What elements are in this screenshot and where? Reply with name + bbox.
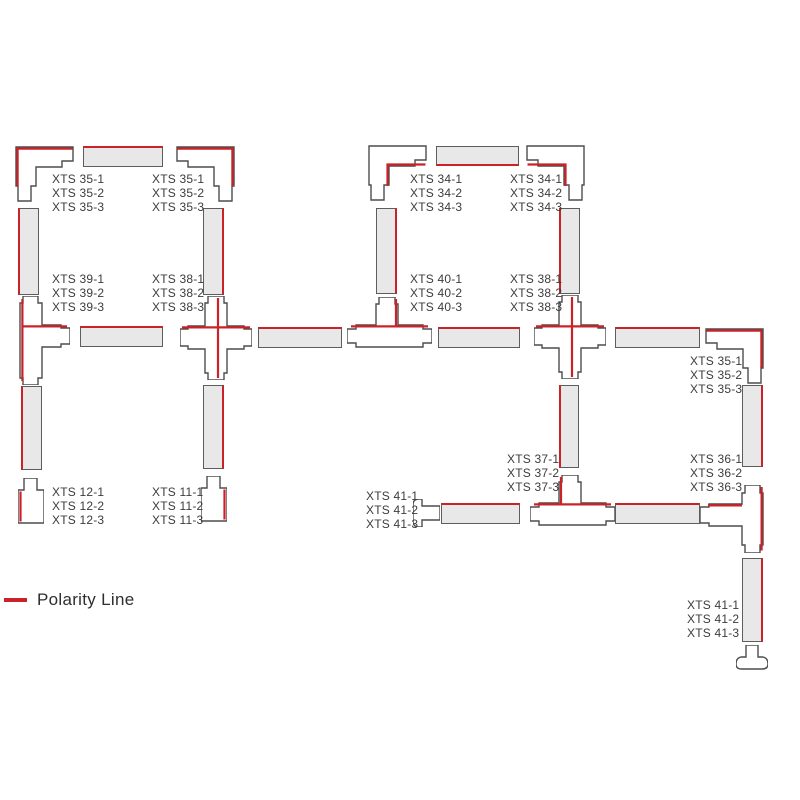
part-label-line: XTS 35-2 bbox=[152, 186, 205, 200]
part-label-line: XTS 36-3 bbox=[690, 480, 743, 494]
track-segment bbox=[376, 208, 397, 294]
part-label-line: XTS 38-2 bbox=[510, 286, 563, 300]
track-segment bbox=[436, 146, 519, 166]
t-connector-arm-right bbox=[19, 296, 70, 385]
part-label-line: XTS 11-3 bbox=[152, 513, 204, 527]
part-label-line: XTS 37-1 bbox=[507, 452, 560, 466]
track-segment bbox=[742, 385, 763, 467]
part-label-line: XTS 39-2 bbox=[52, 286, 105, 300]
part-label-line: XTS 41-1 bbox=[366, 489, 419, 503]
l-connector-top-right-outer-polarity bbox=[705, 328, 764, 384]
power-feed-cap-vertical bbox=[736, 645, 768, 670]
part-label-line: XTS 12-2 bbox=[52, 499, 105, 513]
t-connector-stem-up-left-polarity bbox=[530, 475, 615, 526]
track-segment bbox=[559, 385, 579, 468]
l-connector-top-left-outer-polarity bbox=[15, 146, 74, 202]
part-label-line: XTS 35-3 bbox=[52, 200, 105, 214]
part-label-line: XTS 36-2 bbox=[690, 466, 743, 480]
t-connector-stem-up-right-polarity bbox=[347, 297, 432, 348]
part-label-line: XTS 11-1 bbox=[152, 485, 204, 499]
polarity-line-swatch bbox=[4, 598, 27, 602]
part-label-line: XTS 35-3 bbox=[152, 200, 205, 214]
part-label-line: XTS 40-2 bbox=[410, 286, 463, 300]
part-label-line: XTS 39-3 bbox=[52, 300, 105, 314]
part-label-line: XTS 38-2 bbox=[152, 286, 205, 300]
track-segment bbox=[441, 503, 520, 524]
track-segment bbox=[742, 558, 763, 642]
part-label-line: XTS 35-2 bbox=[690, 368, 743, 382]
part-label-line: XTS 40-3 bbox=[410, 300, 463, 314]
part-label-line: XTS 38-1 bbox=[152, 272, 205, 286]
part-label-line: XTS 41-3 bbox=[687, 626, 740, 640]
part-label-line: XTS 12-1 bbox=[52, 485, 105, 499]
part-label-line: XTS 41-2 bbox=[366, 503, 419, 517]
track-segment bbox=[203, 208, 224, 295]
part-label-line: XTS 34-2 bbox=[410, 186, 463, 200]
part-label-line: XTS 39-1 bbox=[52, 272, 105, 286]
part-label-line: XTS 41-1 bbox=[687, 598, 740, 612]
part-label-line: XTS 38-3 bbox=[510, 300, 563, 314]
polarity-legend: Polarity Line bbox=[4, 589, 134, 611]
part-label-line: XTS 41-2 bbox=[687, 612, 740, 626]
part-label-line: XTS 34-3 bbox=[410, 200, 463, 214]
part-label-line: XTS 34-3 bbox=[510, 200, 563, 214]
track-segment bbox=[80, 326, 163, 347]
part-label-line: XTS 38-3 bbox=[152, 300, 205, 314]
power-feed-cap-horizontal bbox=[413, 499, 440, 527]
track-segment bbox=[615, 503, 700, 524]
part-label-line: XTS 35-1 bbox=[690, 354, 743, 368]
track-segment bbox=[203, 385, 224, 469]
end-feed-left-polarity bbox=[18, 478, 44, 524]
part-label-line: XTS 40-1 bbox=[410, 272, 463, 286]
track-segment bbox=[21, 386, 42, 470]
track-segment bbox=[83, 146, 163, 167]
part-label-line: XTS 35-2 bbox=[52, 186, 105, 200]
part-label-line: XTS 37-2 bbox=[507, 466, 560, 480]
part-label-line: XTS 34-2 bbox=[510, 186, 563, 200]
part-label-line: XTS 36-1 bbox=[690, 452, 743, 466]
track-segment bbox=[615, 327, 700, 348]
part-label-line: XTS 37-3 bbox=[507, 480, 560, 494]
part-label-line: XTS 35-1 bbox=[52, 172, 105, 186]
track-segment bbox=[258, 327, 342, 348]
end-feed-right-polarity bbox=[201, 476, 227, 522]
cross-connector bbox=[180, 296, 252, 380]
l-connector-top-right-outer-polarity bbox=[176, 146, 235, 202]
track-segment bbox=[18, 208, 39, 295]
polarity-legend-label: Polarity Line bbox=[37, 590, 135, 609]
part-label-line: XTS 34-1 bbox=[410, 172, 463, 186]
track-segment bbox=[438, 327, 520, 348]
l-connector-top-right-inner-polarity bbox=[526, 145, 585, 201]
part-label-line: XTS 12-3 bbox=[52, 513, 105, 527]
cross-connector bbox=[534, 295, 606, 379]
part-label-line: XTS 35-1 bbox=[152, 172, 205, 186]
part-label-line: XTS 35-3 bbox=[690, 382, 743, 396]
track-segment bbox=[559, 208, 580, 294]
part-label-line: XTS 11-2 bbox=[152, 499, 204, 513]
part-label-line: XTS 41-3 bbox=[366, 517, 419, 531]
part-label-line: XTS 38-1 bbox=[510, 272, 563, 286]
t-connector-arm-left bbox=[700, 485, 764, 553]
l-connector-top-left-inner-polarity bbox=[368, 145, 427, 201]
part-label-line: XTS 34-1 bbox=[510, 172, 563, 186]
